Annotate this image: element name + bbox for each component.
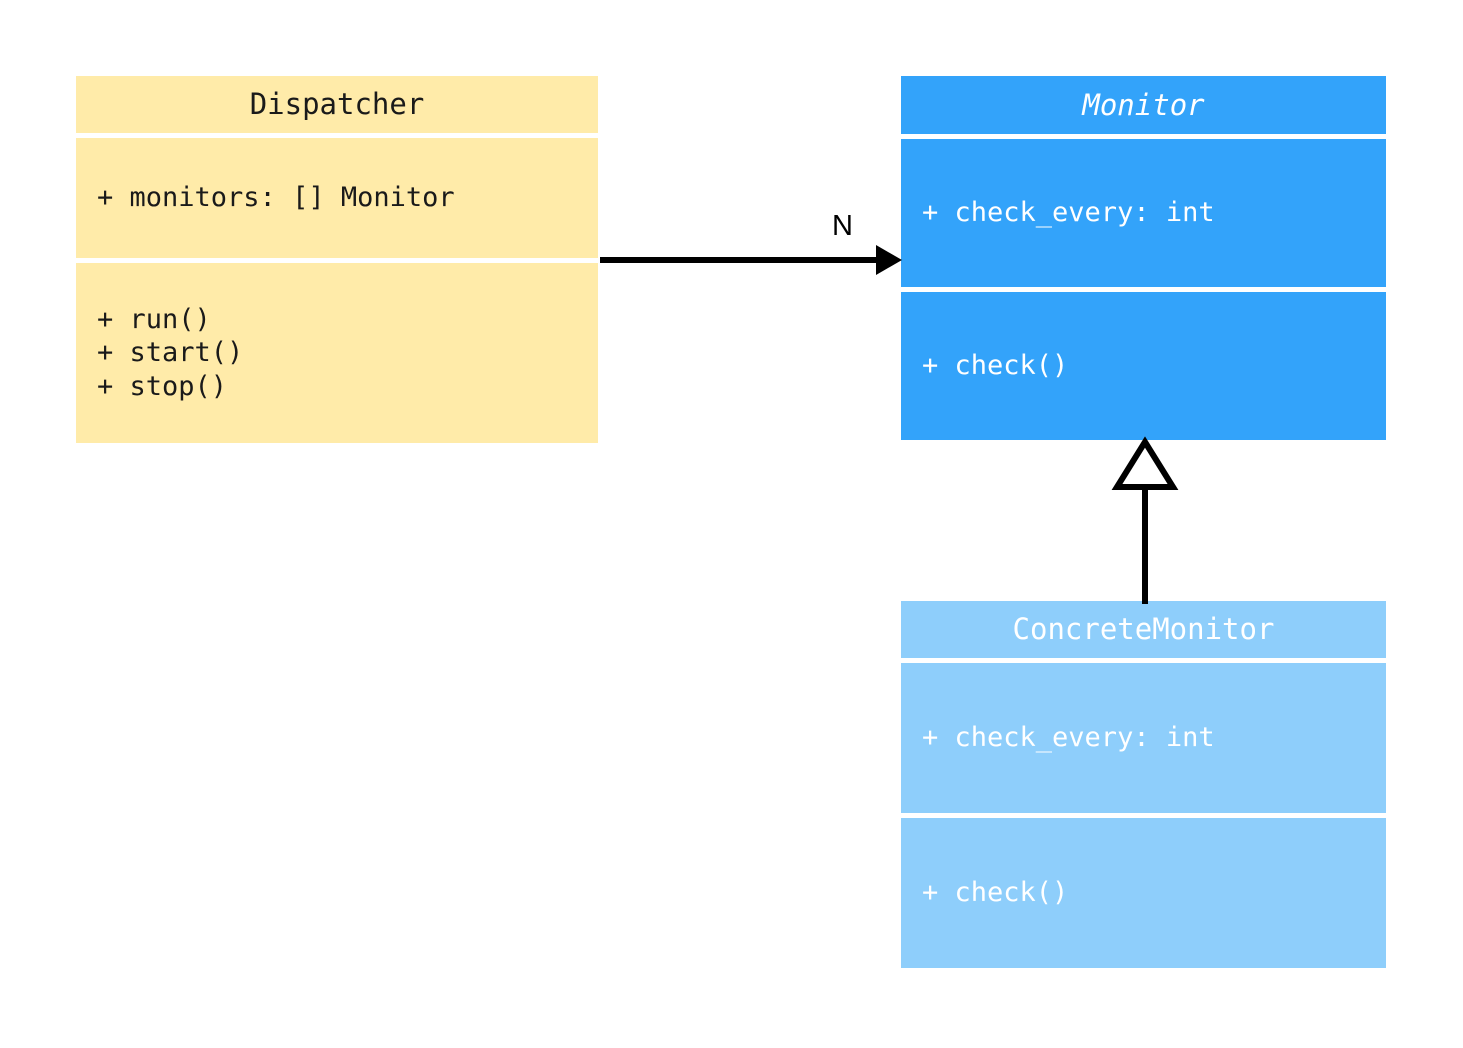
- class-attributes-concretemonitor: + check_every: int: [901, 663, 1386, 813]
- class-box-monitor[interactable]: Monitor + check_every: int + check(): [901, 76, 1386, 440]
- generalization-concretemonitor-to-monitor: [1111, 436, 1179, 604]
- operation-item: + check(): [922, 350, 1069, 382]
- class-box-dispatcher[interactable]: Dispatcher + monitors: [] Monitor + run(…: [76, 76, 598, 443]
- association-dispatcher-to-monitor: [600, 245, 902, 275]
- class-attributes-monitor: + check_every: int: [901, 139, 1386, 287]
- class-operations-dispatcher: + run() + start() + stop(): [76, 263, 598, 443]
- class-operations-concretemonitor: + check(): [901, 818, 1386, 968]
- attribute-item: + monitors: [] Monitor: [97, 182, 455, 214]
- operation-item: + start(): [97, 337, 244, 369]
- operation-item: + run(): [97, 303, 211, 335]
- class-title-monitor: Monitor: [901, 76, 1386, 134]
- class-box-concretemonitor[interactable]: ConcreteMonitor + check_every: int + che…: [901, 601, 1386, 968]
- operation-item: + check(): [922, 877, 1069, 909]
- association-multiplicity-label: N: [832, 210, 853, 242]
- class-title-dispatcher: Dispatcher: [76, 76, 598, 133]
- class-attributes-dispatcher: + monitors: [] Monitor: [76, 138, 598, 258]
- class-operations-monitor: + check(): [901, 292, 1386, 440]
- class-title-concretemonitor: ConcreteMonitor: [901, 601, 1386, 658]
- operation-item: + stop(): [97, 370, 228, 402]
- filled-arrowhead-icon: [876, 245, 902, 275]
- attribute-item: + check_every: int: [922, 722, 1215, 754]
- hollow-triangle-arrowhead-icon: [1111, 436, 1179, 490]
- attribute-item: + check_every: int: [922, 197, 1215, 229]
